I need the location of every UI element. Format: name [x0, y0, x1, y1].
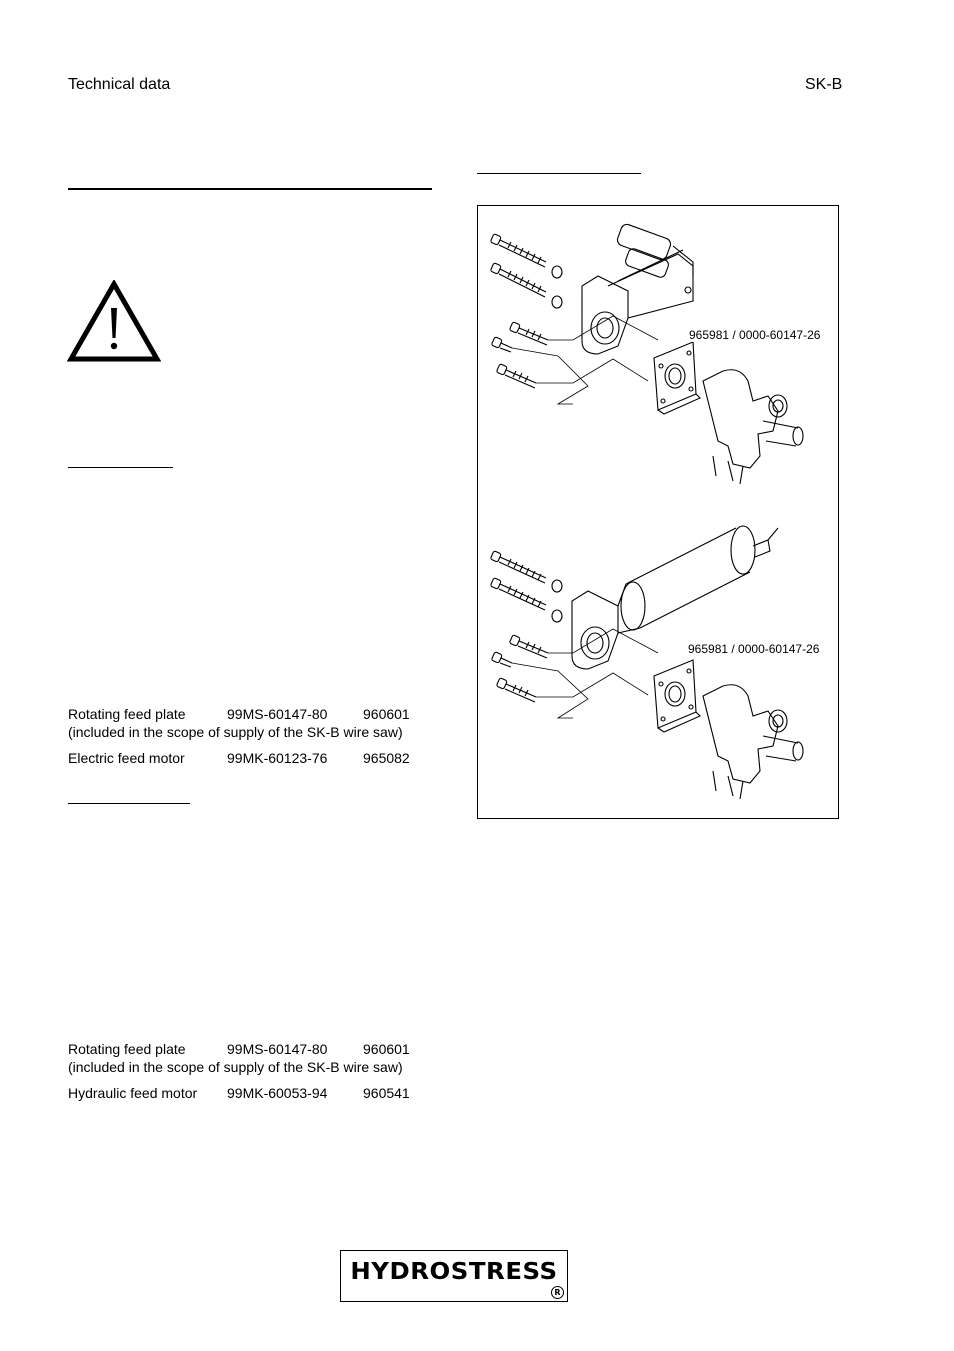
hydraulic-parts-list: Rotating feed plate 99MS-60147-80 960601… [68, 1040, 410, 1102]
part-number: 99MS-60147-80 [227, 1041, 328, 1057]
supply-note: (included in the scope of supply of the … [68, 1059, 403, 1075]
feed-plate-top [653, 341, 701, 415]
part-number: 99MS-60147-80 [227, 706, 328, 722]
warning-triangle-icon [66, 278, 162, 367]
parts-row: Rotating feed plate 99MS-60147-80 960601 [68, 705, 410, 723]
parts-row: Hydraulic feed motor 99MK-60053-94 96054… [68, 1084, 410, 1102]
article-number: 960541 [363, 1085, 410, 1101]
figure-label-bottom: 965981 / 0000-60147-26 [688, 642, 820, 656]
bolt-set-top [490, 233, 563, 389]
parts-row: Electric feed motor 99MK-60123-76 965082 [68, 749, 410, 767]
feed-plate-bottom [653, 659, 701, 733]
electric-motor-bottom [571, 525, 779, 670]
assembly-drawing [490, 223, 804, 800]
registered-mark-icon: R [551, 1286, 564, 1299]
logo-text: HYDROSTRESS [350, 1259, 558, 1285]
article-number: 965082 [363, 750, 410, 766]
electric-parts-list: Rotating feed plate 99MS-60147-80 960601… [68, 705, 410, 767]
subsection-rule-electric [68, 467, 173, 468]
part-name: Hydraulic feed motor [68, 1085, 198, 1101]
header-right: SK-B [805, 76, 843, 93]
part-number: 99MK-60053-94 [227, 1085, 328, 1101]
figure-label-top: 965981 / 0000-60147-26 [689, 328, 821, 342]
figure-heading-rule [477, 173, 641, 174]
part-name: Electric feed motor [68, 750, 185, 766]
bolt-set-bottom [490, 550, 563, 703]
part-number: 99MK-60123-76 [227, 750, 328, 766]
hydraulic-motor-top [581, 223, 694, 355]
part-name: Rotating feed plate [68, 706, 186, 722]
gearbox-top [702, 369, 804, 485]
supply-note: (included in the scope of supply of the … [68, 724, 403, 740]
section-rule [68, 188, 432, 190]
parts-row: Rotating feed plate 99MS-60147-80 960601 [68, 1040, 410, 1058]
article-number: 960601 [363, 706, 410, 722]
gearbox-bottom [702, 684, 804, 800]
assembly-figure: 965981 / 0000-60147-26 965981 / 0000-601… [477, 205, 839, 819]
hydrostress-logo: HYDROSTRESS R [340, 1250, 568, 1302]
part-name: Rotating feed plate [68, 1041, 186, 1057]
header-left: Technical data [68, 76, 171, 93]
subsection-rule-hydraulic [68, 803, 190, 804]
article-number: 960601 [363, 1041, 410, 1057]
